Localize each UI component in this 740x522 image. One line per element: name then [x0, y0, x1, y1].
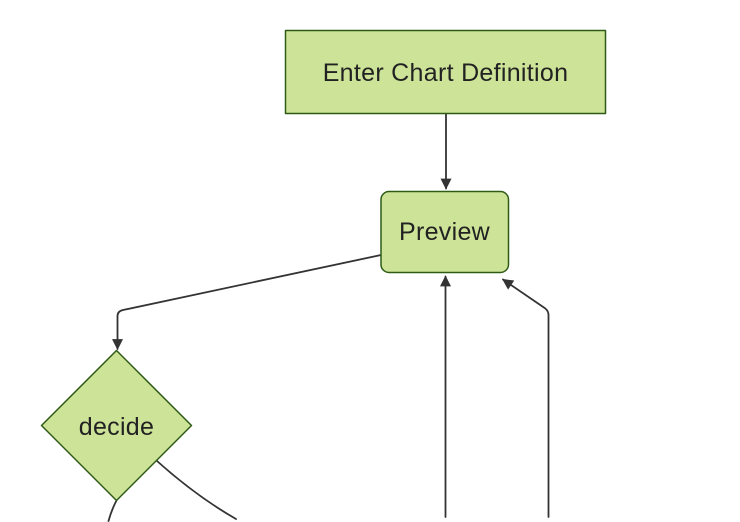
- node-label-enter-chart-definition: Enter Chart Definition: [323, 59, 569, 87]
- node-preview: [380, 190, 510, 274]
- edge-decide-to-offscreen-bottom-right: [156, 460, 237, 520]
- node-label-decide: decide: [79, 413, 154, 441]
- node-label-preview: Preview: [399, 218, 491, 246]
- edge-decide-to-offscreen-bottom-left: [107, 499, 118, 522]
- node-group: [40, 29, 607, 502]
- node-decide: [40, 349, 193, 502]
- node-enter-chart-definition: [284, 29, 607, 115]
- node-label-group: Enter Chart Definition Preview decide: [79, 59, 569, 441]
- edge-group: [107, 113, 550, 522]
- edge-offscreen-bottom-right-to-preview: [502, 278, 550, 518]
- edge-preview-to-decide: [112, 254, 382, 351]
